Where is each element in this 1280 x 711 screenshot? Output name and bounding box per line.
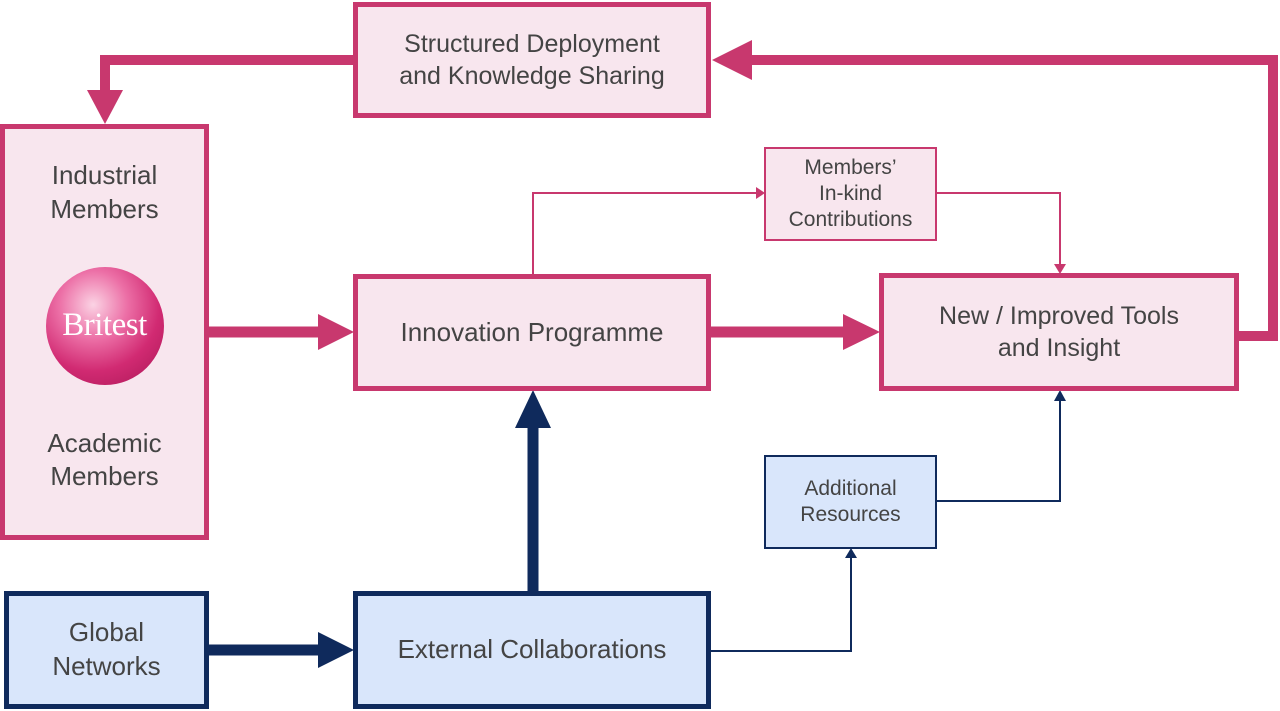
connector-tools-to-deployment (752, 55, 1278, 341)
members-node: Industrial Members Britest Academic Memb… (0, 124, 209, 540)
tools-line1: New / Improved Tools (939, 301, 1179, 330)
arrowhead-additional-into-tools (1054, 390, 1066, 401)
global-node: Global Networks (4, 591, 209, 709)
industrial-members-line2: Members (50, 193, 159, 224)
external-label: External Collaborations (397, 634, 667, 665)
inkind-line3: Contributions (788, 208, 913, 232)
inkind-node: Members’ In-kind Contributions (764, 147, 937, 241)
arrowhead-external-into-innovation (515, 390, 551, 428)
arrowhead-into-tools (843, 314, 880, 350)
britest-logo: Britest (45, 266, 164, 385)
arrowhead-into-inkind (756, 187, 765, 199)
deployment-line1: Structured Deployment (404, 29, 660, 58)
connector-additional-to-tools (936, 401, 1061, 502)
industrial-members-line1: Industrial (51, 160, 158, 190)
additional-line2: Resources (800, 503, 901, 526)
academic-members-line2: Members (50, 461, 159, 492)
innovation-node: Innovation Programme (353, 274, 711, 391)
inkind-line2: In-kind (818, 181, 883, 205)
arrowhead-into-deployment (712, 40, 752, 80)
arrowhead-into-innovation (318, 314, 354, 350)
arrowhead-inkind-into-tools (1054, 264, 1066, 274)
inkind-line1: Members’ (804, 155, 897, 179)
global-line1: Global (68, 617, 145, 648)
additional-line1: Additional (804, 476, 897, 500)
global-line2: Networks (52, 651, 161, 681)
arrowhead-into-members (87, 90, 123, 124)
academic-members-line1: Academic (47, 427, 162, 458)
arrowhead-into-external (318, 632, 354, 668)
arrowhead-into-additional (845, 548, 857, 558)
connector-external-to-additional (711, 558, 852, 652)
connector-deployment-to-members (100, 55, 355, 90)
deployment-line2: and Knowledge Sharing (399, 62, 665, 90)
tools-node: New / Improved Tools and Insight (879, 273, 1239, 391)
connector-inkind-to-tools (936, 192, 1061, 264)
connector-innovation-to-inkind (532, 192, 756, 274)
innovation-label: Innovation Programme (400, 316, 664, 347)
external-node: External Collaborations (353, 591, 711, 709)
additional-node: Additional Resources (764, 455, 937, 549)
britest-logo-text: Britest (62, 307, 147, 344)
deployment-node: Structured Deployment and Knowledge Shar… (353, 2, 711, 118)
tools-line2: and Insight (997, 334, 1121, 362)
